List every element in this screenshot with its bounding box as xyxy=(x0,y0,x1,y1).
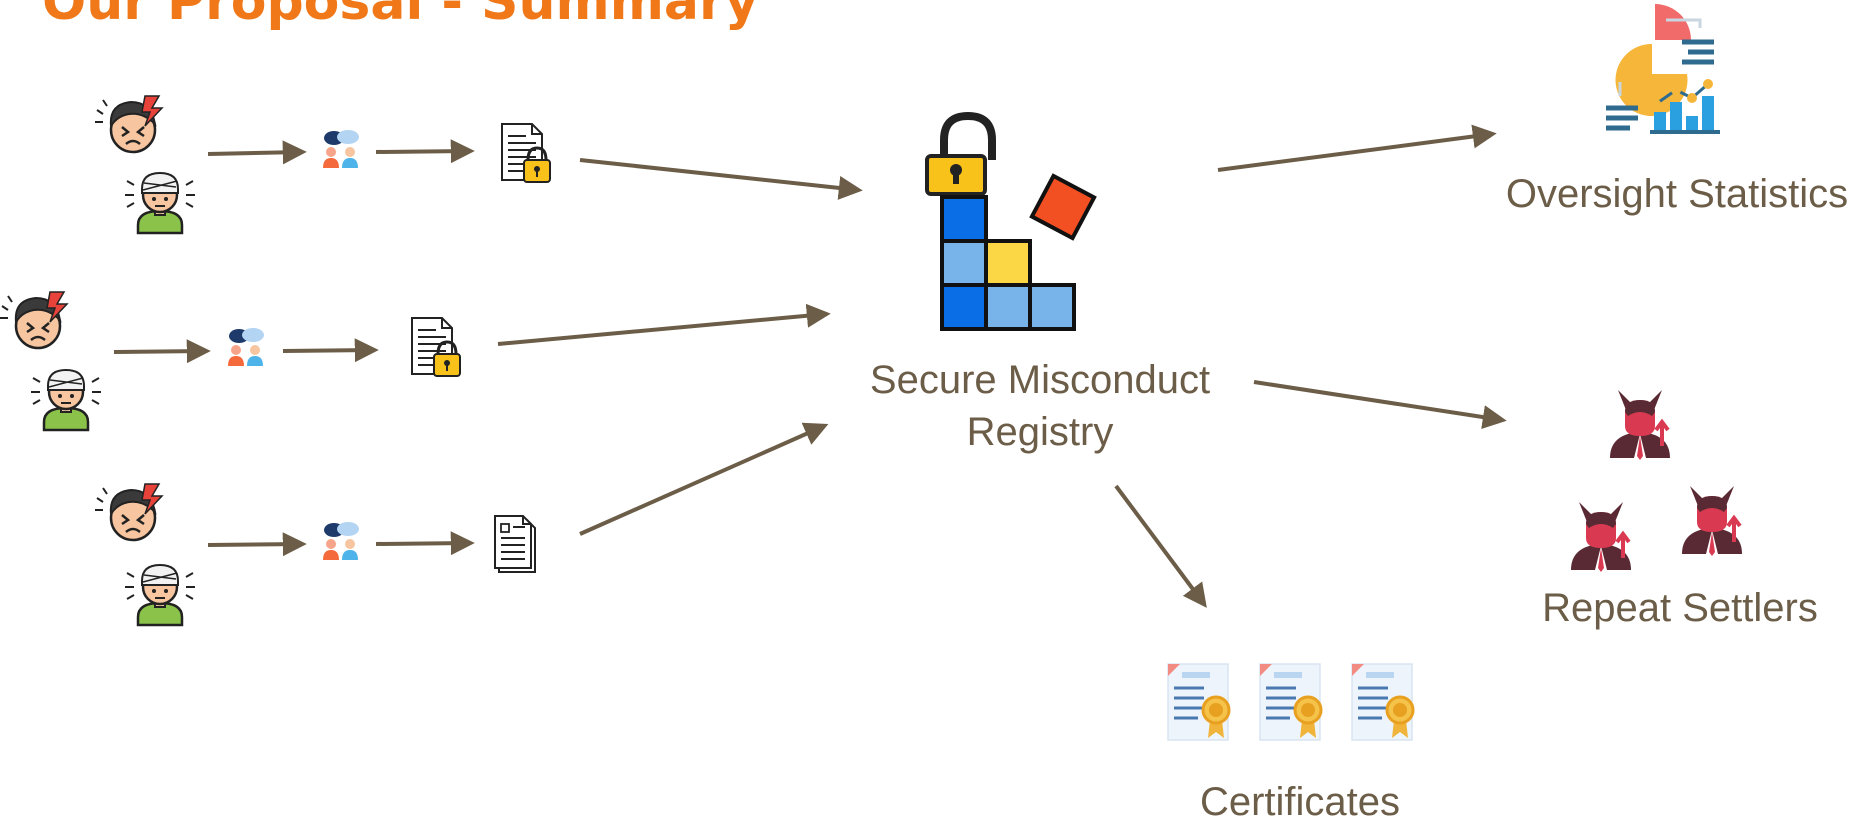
document-icon xyxy=(494,515,536,573)
arrow-row3-to-document xyxy=(375,531,475,556)
repeat-settlers-label: Repeat Settlers xyxy=(1542,586,1818,630)
oversight-statistics-label: Oversight Statistics xyxy=(1505,172,1849,216)
arrow-row3-to-mediation xyxy=(207,532,307,557)
injured-person-icon xyxy=(29,368,103,432)
arrow-row1-to-mediation xyxy=(207,140,307,165)
arrow-row2-to-registry xyxy=(497,303,831,346)
mediation-meeting-icon xyxy=(228,328,264,366)
statistics-chart-icon xyxy=(1606,4,1720,134)
registry-blocks-lock-icon xyxy=(925,111,1097,331)
arrow-row3-to-registry xyxy=(579,422,829,536)
arrow-to-certificates xyxy=(1114,484,1207,608)
devil-businessman-icon xyxy=(1608,388,1672,462)
locked-document-icon xyxy=(412,318,460,376)
angry-face-icon xyxy=(93,94,164,154)
certificates-label: Certificates xyxy=(1199,780,1401,824)
devil-businessman-icon xyxy=(1569,500,1633,574)
locked-document-icon xyxy=(502,124,550,182)
registry-label-line1: Secure Misconduct xyxy=(869,358,1211,402)
page-title: Our Proposal - Summary xyxy=(42,0,759,32)
arrow-row1-to-registry xyxy=(579,158,863,200)
mediation-meeting-icon xyxy=(323,130,359,168)
injured-person-icon xyxy=(123,171,197,235)
arrow-row2-to-document xyxy=(282,338,379,363)
angry-face-icon xyxy=(0,290,69,350)
angry-face-icon xyxy=(93,482,164,542)
arrow-row2-to-mediation xyxy=(113,339,211,364)
certificate-icon xyxy=(1258,662,1323,742)
arrow-row1-to-document xyxy=(375,139,475,164)
injured-person-icon xyxy=(123,563,197,627)
devil-businessman-icon xyxy=(1680,484,1744,558)
registry-label: Secure Misconduct Registry xyxy=(850,354,1230,458)
certificate-icon xyxy=(1166,662,1231,742)
mediation-meeting-icon xyxy=(323,522,359,560)
arrow-to-oversight xyxy=(1217,124,1497,172)
certificate-icon xyxy=(1350,662,1415,742)
registry-label-line2: Registry xyxy=(966,410,1114,454)
arrow-to-settlers xyxy=(1253,380,1507,429)
